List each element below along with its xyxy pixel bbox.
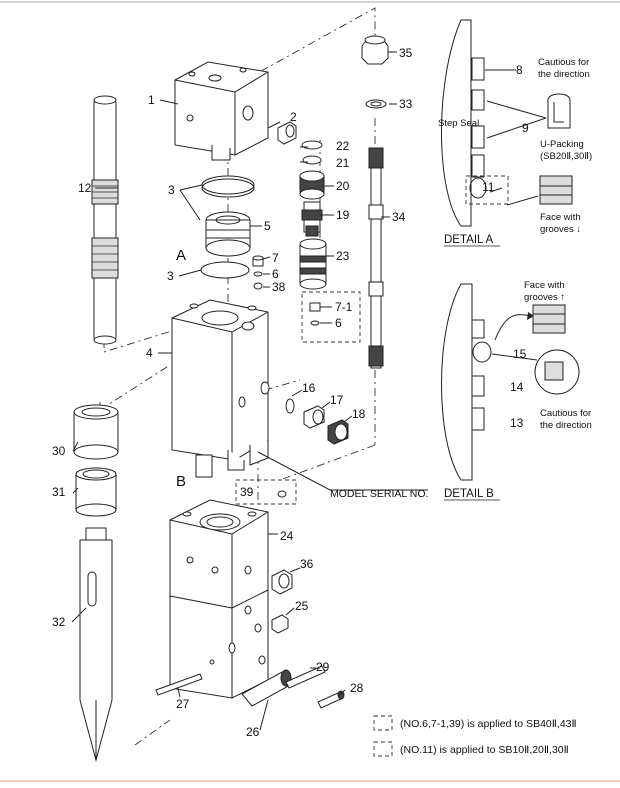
label-part-8: 8 [516, 63, 523, 77]
detail-b-graphic [441, 283, 580, 481]
legend-text-1: (NO.6,7-1,39) is applied to SB40Ⅱ,43Ⅱ [400, 718, 577, 730]
detail-marker-b: B [176, 473, 186, 490]
label-part-20: 20 [336, 179, 350, 193]
label-part-2: 2 [290, 110, 297, 124]
face-down-line1: Face with [540, 212, 581, 223]
part-16-ring [285, 398, 295, 414]
model-serial-leader [257, 451, 428, 491]
part-34-through-bolt [368, 147, 384, 369]
label-part-7-1: 7-1 [335, 300, 353, 314]
label-part-6-box: 6 [335, 316, 342, 330]
label-part-27: 27 [176, 697, 190, 711]
label-part-3-upper: 3 [168, 183, 175, 197]
part-4-cylinder [171, 299, 270, 478]
label-part-28: 28 [350, 681, 364, 695]
label-part-36: 36 [300, 557, 314, 571]
label-part-6: 6 [272, 267, 279, 281]
label-part-15: 15 [513, 347, 527, 361]
cautious-b-line1: Cautious for [540, 408, 591, 419]
part-33-washer [365, 99, 387, 109]
label-part-7: 7 [272, 251, 279, 265]
part-23-valve-sleeve [299, 238, 327, 290]
label-part-12: 12 [78, 181, 92, 195]
cautious-a-line2: the direction [538, 69, 590, 80]
label-part-18: 18 [352, 407, 366, 421]
detail-marker-a: A [176, 247, 186, 264]
part-22-21-rings [301, 140, 323, 165]
face-down-line2: grooves ↓ [540, 224, 581, 235]
detail-b-title: DETAIL B [444, 488, 494, 500]
part-19-valve-spool [301, 201, 323, 237]
detail-a-title: DETAIL A [444, 234, 494, 246]
label-part-35: 35 [399, 46, 413, 60]
part-number-labels: 1 2 3 3 4 5 6 6 7 7-1 8 9 11 12 13 14 15… [52, 46, 529, 739]
label-part-19: 19 [336, 208, 350, 222]
legend-text-2: (NO.11) is applied to SB10Ⅱ,20Ⅱ,30Ⅱ [400, 744, 569, 756]
label-part-17: 17 [330, 393, 344, 407]
label-part-11: 11 [482, 180, 495, 194]
part-25-bolt [271, 614, 289, 634]
model-serial-label: MODEL SERIAL NO. [330, 488, 428, 500]
part-17-fitting [303, 405, 325, 429]
label-part-3-lower: 3 [167, 269, 174, 283]
part-32-chisel [79, 527, 113, 762]
detail-a-graphic [441, 19, 573, 227]
part-29-pin [285, 665, 326, 689]
part-7-6-38-small-parts [252, 255, 264, 290]
part-20-valve-cap [299, 170, 325, 200]
label-part-21: 21 [336, 156, 350, 170]
part-2-plug [277, 121, 297, 145]
label-part-29: 29 [316, 660, 330, 674]
label-part-39: 39 [240, 485, 254, 499]
label-part-34: 34 [392, 210, 406, 224]
label-part-13: 13 [510, 416, 524, 430]
part-28-pin [317, 690, 345, 709]
label-part-31: 31 [52, 485, 66, 499]
face-up-line1: Face with [524, 280, 565, 291]
label-part-23: 23 [336, 249, 350, 263]
part-1-head-block [174, 61, 269, 161]
part-24-front-head [169, 499, 269, 699]
part-5-seal [205, 211, 251, 257]
label-part-30: 30 [52, 444, 66, 458]
leader-lines [71, 51, 397, 731]
part-35-nut [361, 35, 389, 65]
part-12-piston [91, 95, 119, 345]
label-part-22: 22 [336, 139, 350, 153]
part-31-bushing [75, 467, 117, 517]
legend-box-1 [373, 715, 393, 731]
label-part-33: 33 [399, 97, 413, 111]
label-part-14: 14 [510, 380, 524, 394]
option-box-7-1-6 [301, 291, 361, 343]
part-18-plug [327, 419, 349, 445]
cautious-b-line2: the direction [540, 420, 592, 431]
label-part-24: 24 [280, 529, 294, 543]
part-36-plug [271, 569, 293, 595]
label-part-25: 25 [295, 599, 309, 613]
part-27-pin [155, 673, 203, 696]
step-seal-label: Step Seal [438, 118, 479, 129]
label-part-38: 38 [272, 280, 286, 294]
cautious-a-line1: Cautious for [538, 57, 589, 68]
u-packing-line1: U-Packing [540, 139, 584, 150]
label-part-1: 1 [148, 93, 155, 107]
part-30-bushing [73, 404, 119, 460]
label-part-5: 5 [264, 219, 271, 233]
label-part-4: 4 [146, 346, 153, 360]
face-up-line2: grooves ↑ [524, 292, 565, 303]
label-part-9: 9 [522, 121, 529, 135]
label-part-26: 26 [246, 725, 260, 739]
option-box-39 [235, 479, 297, 505]
label-part-32: 32 [52, 615, 66, 629]
label-part-16: 16 [302, 381, 316, 395]
legend-box-2 [373, 741, 393, 757]
part-3-rings [200, 175, 255, 279]
u-packing-line2: (SB20Ⅱ,30Ⅱ) [540, 151, 592, 162]
